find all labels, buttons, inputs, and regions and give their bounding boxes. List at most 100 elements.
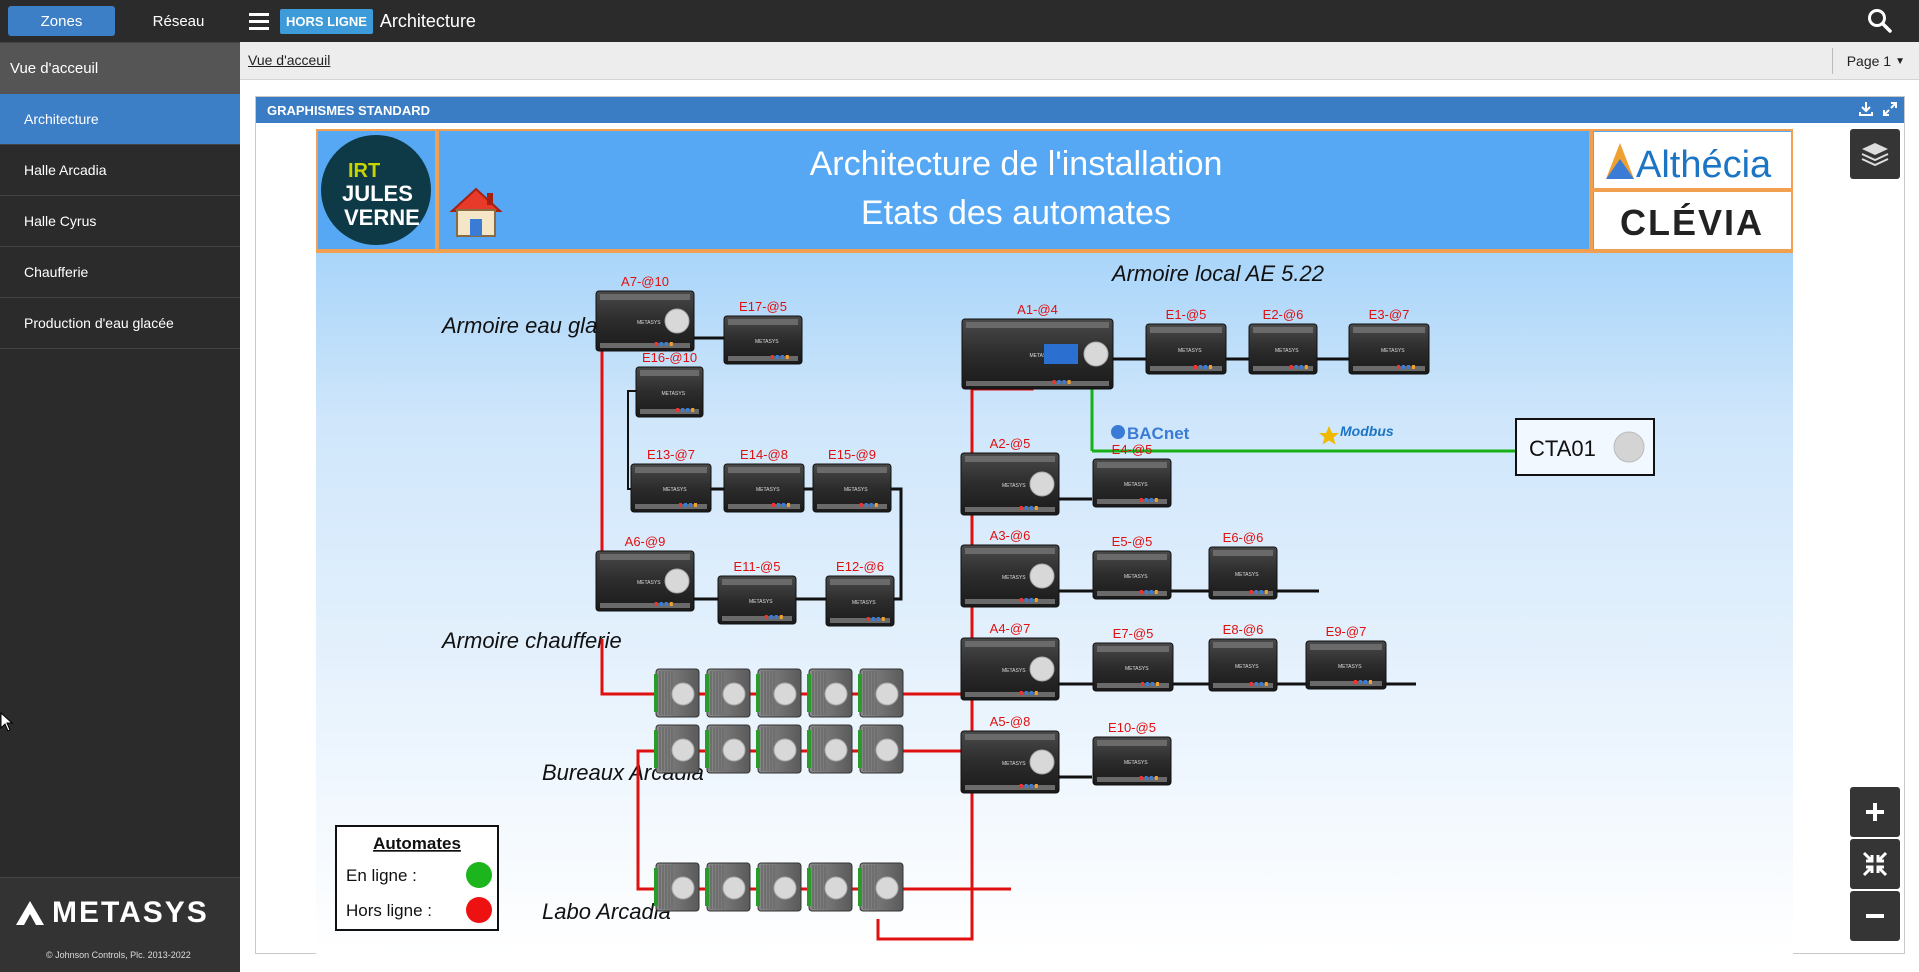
- vav-status-indicator: [773, 682, 797, 706]
- zoom-in-button[interactable]: [1850, 787, 1900, 837]
- controller-e1[interactable]: METASYS: [1145, 323, 1227, 375]
- controller-label: E1-@5: [1166, 307, 1207, 322]
- page-title: Architecture: [379, 10, 476, 31]
- controller-label: E17-@5: [739, 299, 787, 314]
- controller-a1[interactable]: METASYS: [961, 318, 1114, 390]
- controller-label: A4-@7: [990, 621, 1031, 636]
- hamburger-menu-icon[interactable]: [240, 0, 278, 42]
- controller-e5[interactable]: METASYS: [1092, 550, 1172, 600]
- sidebar-item-production-eau-glacee[interactable]: Production d'eau glacée: [0, 298, 240, 349]
- svg-text:Modbus: Modbus: [1340, 423, 1394, 439]
- home-icon[interactable]: [449, 187, 503, 237]
- sidebar-item-halle-arcadia[interactable]: Halle Arcadia: [0, 145, 240, 196]
- chevron-down-icon: ▼: [1895, 55, 1905, 67]
- graphic-background: [316, 129, 1793, 955]
- cta01-device[interactable]: CTA01: [1515, 418, 1655, 476]
- vav-controller-labo[interactable]: [654, 862, 700, 912]
- sidebar-item-architecture[interactable]: Architecture: [0, 94, 240, 145]
- vav-controller-bureaux-row1[interactable]: [807, 668, 853, 718]
- svg-text:IRT: IRT: [348, 160, 380, 182]
- vav-controller-bureaux-row2[interactable]: [705, 724, 751, 774]
- vav-controller-bureaux-row1[interactable]: [858, 668, 904, 718]
- controller-status-indicator: [664, 568, 690, 594]
- tab-reseau[interactable]: Réseau: [152, 12, 205, 30]
- controller-e7[interactable]: METASYS: [1092, 642, 1174, 692]
- controller-a3[interactable]: METASYS: [960, 544, 1060, 608]
- controller-brand-label: METASYS: [1125, 666, 1149, 672]
- svg-text:Althécia: Althécia: [1636, 144, 1772, 186]
- download-icon[interactable]: [1858, 101, 1874, 117]
- page-select[interactable]: Page 1 ▼: [1831, 48, 1919, 74]
- vav-controller-bureaux-row1[interactable]: [654, 668, 700, 718]
- controller-label: E11-@5: [734, 559, 781, 574]
- controller-a4[interactable]: METASYS: [960, 637, 1060, 701]
- controller-a5[interactable]: METASYS: [960, 730, 1060, 794]
- zoom-out-button[interactable]: [1850, 891, 1900, 941]
- sidebar: Zones Réseau Vue d'acceuil Architecture …: [0, 0, 240, 972]
- controller-e8[interactable]: METASYS: [1208, 638, 1278, 692]
- vav-status-indicator: [875, 876, 899, 900]
- controller-e17[interactable]: METASYS: [723, 315, 803, 365]
- vav-controller-bureaux-row1[interactable]: [756, 668, 802, 718]
- controller-brand-label: METASYS: [1002, 483, 1026, 489]
- controller-brand-label: METASYS: [755, 339, 779, 345]
- vav-controller-bureaux-row2[interactable]: [858, 724, 904, 774]
- controller-status-indicator: [1029, 563, 1055, 589]
- fit-view-button[interactable]: [1850, 839, 1900, 889]
- sidebar-item-home[interactable]: Vue d'acceuil: [0, 42, 240, 94]
- controller-status-indicator: [1029, 749, 1055, 775]
- vav-status-indicator: [773, 738, 797, 762]
- controller-e4[interactable]: METASYS: [1092, 458, 1172, 508]
- controller-status-indicator: [664, 308, 690, 334]
- controller-e9[interactable]: METASYS: [1305, 640, 1387, 690]
- bacnet-logo: BACnet: [1111, 424, 1190, 443]
- metasys-logo: METASYS: [14, 896, 209, 930]
- controller-brand-label: METASYS: [662, 391, 686, 397]
- vav-controller-bureaux-row2[interactable]: [807, 724, 853, 774]
- vav-controller-labo[interactable]: [807, 862, 853, 912]
- vav-status-indicator: [875, 738, 899, 762]
- tab-zones[interactable]: Zones: [8, 6, 115, 36]
- controller-label: E9-@7: [1326, 624, 1367, 639]
- breadcrumb[interactable]: Vue d'acceuil: [248, 52, 331, 68]
- sidebar-item-chaufferie[interactable]: Chaufferie: [0, 247, 240, 298]
- vav-controller-bureaux-row1[interactable]: [705, 668, 751, 718]
- compress-icon: [1862, 851, 1888, 877]
- sidebar-item-halle-cyrus[interactable]: Halle Cyrus: [0, 196, 240, 247]
- vav-controller-labo[interactable]: [756, 862, 802, 912]
- modbus-logo: Modbus: [1319, 423, 1394, 445]
- controller-e11[interactable]: METASYS: [717, 575, 797, 625]
- controller-status-indicator: [1083, 341, 1109, 367]
- breadcrumb-bar: Vue d'acceuil Page 1 ▼: [240, 42, 1919, 80]
- legend: Automates En ligne : Hors ligne :: [335, 825, 499, 931]
- clevia-logo: CLÉVIA: [1594, 192, 1791, 249]
- controller-e16[interactable]: METASYS: [635, 366, 704, 418]
- layers-button[interactable]: [1850, 129, 1900, 179]
- copyright-text: © Johnson Controls, Plc. 2013-2022: [46, 950, 191, 960]
- controller-e13[interactable]: METASYS: [630, 463, 712, 513]
- controller-brand-label: METASYS: [1275, 348, 1299, 354]
- controller-e10[interactable]: METASYS: [1092, 736, 1172, 786]
- sidebar-tabs: Zones Réseau: [0, 0, 240, 42]
- vav-controller-bureaux-row2[interactable]: [756, 724, 802, 774]
- controller-e14[interactable]: METASYS: [723, 463, 805, 513]
- controller-label: E7-@5: [1113, 626, 1154, 641]
- controller-e3[interactable]: METASYS: [1348, 323, 1430, 375]
- expand-icon[interactable]: [1882, 101, 1898, 117]
- controller-label: E12-@6: [836, 559, 884, 574]
- controller-e15[interactable]: METASYS: [812, 463, 892, 513]
- controller-e12[interactable]: METASYS: [825, 575, 895, 627]
- vav-controller-labo[interactable]: [705, 862, 751, 912]
- althecia-logo: Althécia: [1594, 132, 1791, 188]
- controller-a6[interactable]: METASYS: [595, 550, 695, 612]
- controller-e6[interactable]: METASYS: [1208, 546, 1278, 600]
- search-icon[interactable]: [1867, 8, 1893, 34]
- controller-e2[interactable]: METASYS: [1248, 323, 1318, 375]
- controller-a7[interactable]: METASYS: [595, 290, 695, 352]
- legend-online-label: En ligne :: [346, 866, 417, 885]
- controller-a2[interactable]: METASYS: [960, 452, 1060, 516]
- vav-status-indicator: [824, 876, 848, 900]
- vav-controller-bureaux-row2[interactable]: [654, 724, 700, 774]
- controller-label: E15-@9: [828, 447, 876, 462]
- vav-controller-labo[interactable]: [858, 862, 904, 912]
